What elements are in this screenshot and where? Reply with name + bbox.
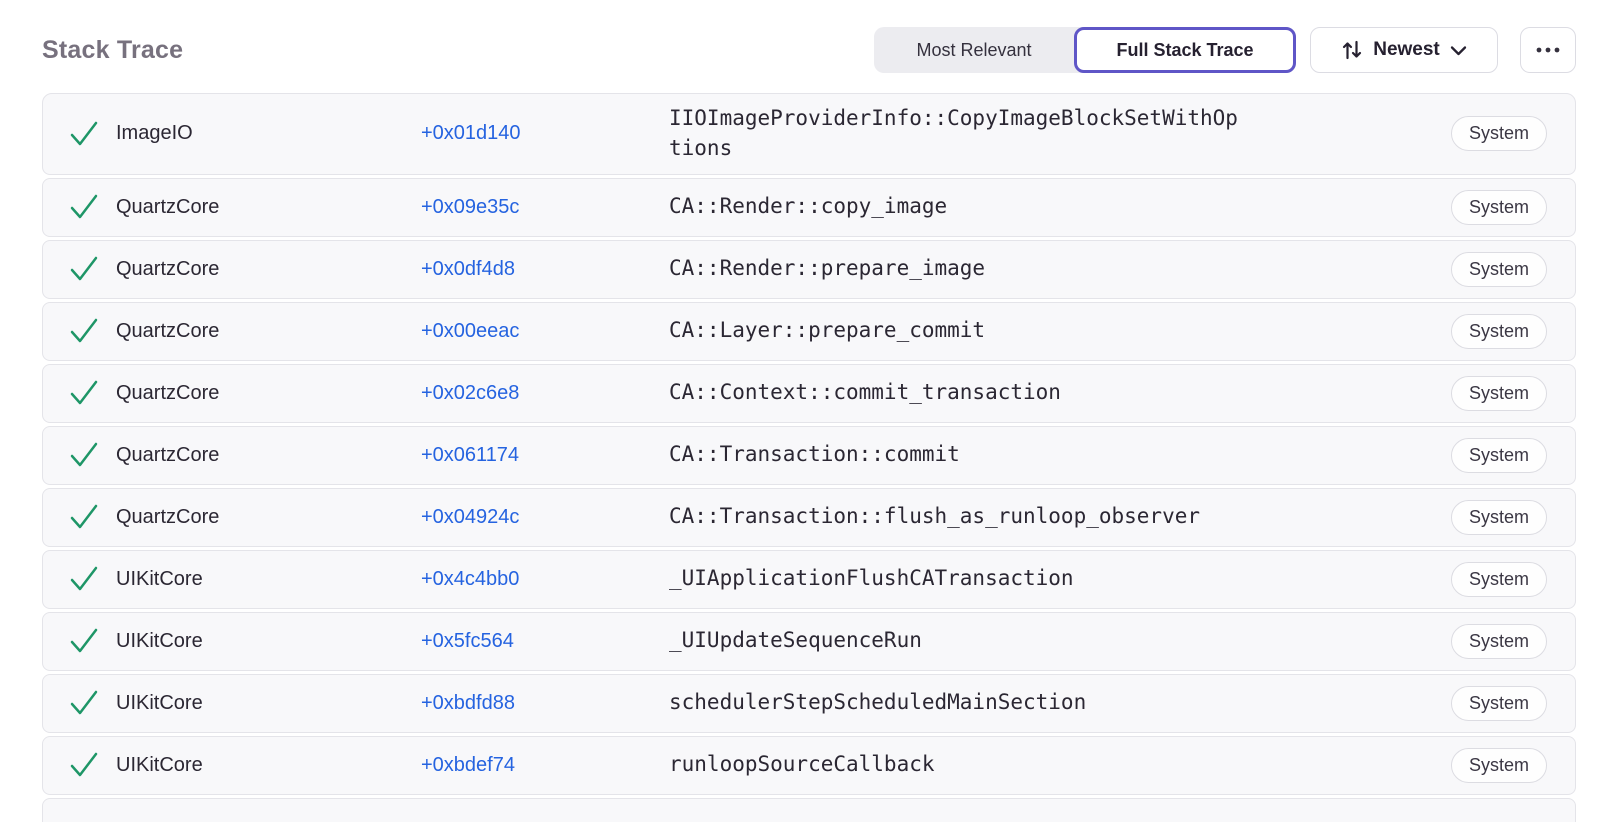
frame-type-badge: System: [1450, 189, 1547, 225]
frame-offset-link[interactable]: +0x01d140: [421, 122, 521, 145]
sort-label: Newest: [1373, 39, 1440, 60]
frame-type-badge: System: [1450, 437, 1547, 473]
frame-module: UIKitCore: [116, 691, 203, 714]
stack-frame-row[interactable]: QuartzCore +0x00eeac CA::Layer::prepare_…: [42, 301, 1576, 361]
frame-offset-link[interactable]: +0x4c4bb0: [421, 567, 520, 590]
frame-offset-link[interactable]: +0xbdef74: [421, 753, 515, 776]
check-icon: [69, 503, 116, 531]
stack-frame-row[interactable]: QuartzCore +0x0df4d8 CA::Render::prepare…: [42, 239, 1576, 299]
frame-function: CA::Context::commit_transaction: [669, 380, 1061, 405]
frame-function: runloopSourceCallback: [669, 752, 935, 777]
frame-module: QuartzCore: [116, 319, 220, 342]
check-icon: [69, 751, 116, 779]
frame-offset-link[interactable]: +0x061174: [421, 443, 520, 466]
stack-frame-row[interactable]: UIKitCore +0xbdfd88 schedulerStepSchedul…: [42, 673, 1576, 733]
frame-offset-link[interactable]: +0x02c6e8: [421, 381, 520, 404]
frame-type-badge: System: [1450, 747, 1547, 783]
check-icon: [69, 317, 116, 345]
frame-offset-link[interactable]: +0x04924c: [421, 505, 520, 528]
stack-frame-row-partial: [42, 797, 1576, 822]
frame-type-badge: System: [1450, 251, 1547, 287]
frame-function: _UIUpdateSequenceRun: [669, 628, 922, 653]
frame-offset-link[interactable]: +0x00eeac: [421, 319, 520, 342]
frame-module: UIKitCore: [116, 629, 203, 652]
stack-frame-row[interactable]: QuartzCore +0x04924c CA::Transaction::fl…: [42, 487, 1576, 547]
stack-frame-row[interactable]: QuartzCore +0x09e35c CA::Render::copy_im…: [42, 177, 1576, 237]
frame-type-badge: System: [1450, 685, 1547, 721]
frame-type-badge: System: [1450, 499, 1547, 535]
check-icon: [69, 193, 116, 221]
frame-type-badge: System: [1450, 561, 1547, 597]
stack-frame-list: ImageIO +0x01d140 IIOImageProviderInfo::…: [42, 93, 1576, 822]
toggle-most-relevant[interactable]: Most Relevant: [874, 27, 1074, 73]
page-title: Stack Trace: [42, 35, 184, 64]
frame-function: CA::Transaction::commit: [669, 442, 960, 467]
check-icon: [69, 565, 116, 593]
panel-header: Stack Trace Most Relevant Full Stack Tra…: [42, 27, 1576, 73]
frame-module: ImageIO: [116, 122, 193, 145]
frame-module: QuartzCore: [116, 257, 220, 280]
check-icon: [69, 441, 116, 469]
frame-module: UIKitCore: [116, 753, 203, 776]
check-icon: [69, 255, 116, 283]
ellipsis-icon: [1536, 47, 1560, 53]
frame-module: QuartzCore: [116, 443, 220, 466]
stack-frame-row[interactable]: UIKitCore +0x4c4bb0 _UIApplicationFlushC…: [42, 549, 1576, 609]
more-options-button[interactable]: [1520, 27, 1576, 73]
stack-frame-row[interactable]: UIKitCore +0xbdef74 runloopSourceCallbac…: [42, 735, 1576, 795]
frame-module: QuartzCore: [116, 381, 220, 404]
check-icon: [69, 689, 116, 717]
stack-frame-row[interactable]: ImageIO +0x01d140 IIOImageProviderInfo::…: [42, 93, 1576, 175]
frame-type-badge: System: [1450, 623, 1547, 659]
frame-type-badge: System: [1450, 375, 1547, 411]
frame-function: CA::Render::copy_image: [669, 194, 948, 219]
frame-offset-link[interactable]: +0x09e35c: [421, 195, 520, 218]
check-icon: [69, 120, 116, 148]
frame-function: schedulerStepScheduledMainSection: [669, 690, 1087, 715]
frame-offset-link[interactable]: +0x0df4d8: [421, 257, 515, 280]
sort-arrows-icon: [1341, 39, 1363, 61]
stack-frame-row[interactable]: QuartzCore +0x061174 CA::Transaction::co…: [42, 425, 1576, 485]
frame-function: IIOImageProviderInfo::CopyImageBlockSetW…: [669, 106, 1238, 160]
sort-button[interactable]: Newest: [1310, 27, 1498, 73]
check-icon: [69, 627, 116, 655]
frame-module: QuartzCore: [116, 505, 220, 528]
frame-function: CA::Render::prepare_image: [669, 256, 986, 281]
toggle-full-stack-trace[interactable]: Full Stack Trace: [1074, 27, 1296, 73]
frame-function: CA::Transaction::flush_as_runloop_observ…: [669, 504, 1201, 529]
frame-offset-link[interactable]: +0xbdfd88: [421, 691, 515, 714]
header-controls: Most Relevant Full Stack Trace Newest: [874, 27, 1576, 73]
frame-module: QuartzCore: [116, 195, 220, 218]
stack-frame-row[interactable]: UIKitCore +0x5fc564 _UIUpdateSequenceRun…: [42, 611, 1576, 671]
frame-function: _UIApplicationFlushCATransaction: [669, 566, 1074, 591]
frame-type-badge: System: [1450, 116, 1547, 152]
frame-module: UIKitCore: [116, 567, 203, 590]
check-icon: [69, 379, 116, 407]
frame-type-badge: System: [1450, 313, 1547, 349]
view-toggle: Most Relevant Full Stack Trace: [874, 27, 1296, 73]
frame-function: CA::Layer::prepare_commit: [669, 318, 986, 343]
frame-offset-link[interactable]: +0x5fc564: [421, 629, 514, 652]
stack-frame-row[interactable]: QuartzCore +0x02c6e8 CA::Context::commit…: [42, 363, 1576, 423]
chevron-down-icon: [1450, 45, 1467, 56]
